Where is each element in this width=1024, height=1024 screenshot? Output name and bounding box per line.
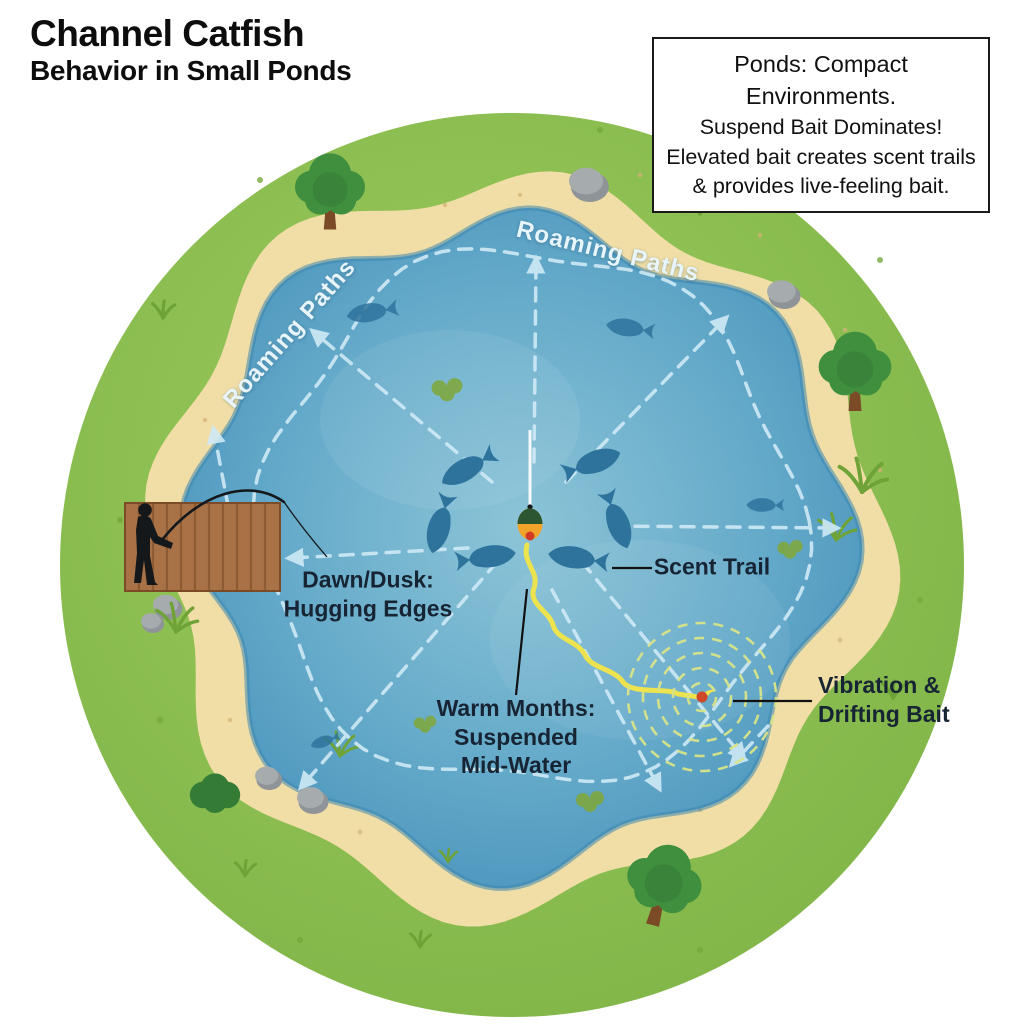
dawn-dusk-label: Dawn/Dusk: Hugging Edges — [283, 566, 453, 621]
bait-icon — [696, 689, 715, 703]
scent-trail-label: Scent Trail — [653, 553, 771, 580]
info-line-4: & provides live-feeling bait. — [692, 174, 950, 199]
ripple-rings — [626, 621, 778, 773]
bobber-rig — [517, 430, 543, 541]
info-line-1: Ponds: Compact Environments. — [734, 51, 908, 110]
info-line-2: Suspend Bait Dominates! — [699, 114, 943, 139]
warm-months-label: Warm Months: Suspended Mid-Water — [436, 695, 596, 779]
scent-trail-path — [523, 542, 701, 700]
info-line-3: Elevated bait creates scent trails — [666, 144, 976, 169]
fishing-line — [283, 501, 328, 558]
page-title: Channel Catfish — [30, 13, 305, 54]
bobber-icon — [517, 508, 543, 541]
grass-speckles — [117, 127, 923, 953]
fishing-rod — [160, 489, 286, 542]
info-box: Ponds: Compact Environments. Suspend Bai… — [652, 37, 990, 213]
fisherman-icon — [134, 503, 173, 585]
page-subtitle: Behavior in Small Ponds — [30, 54, 352, 86]
vibration-label: Vibration & Drifting Bait — [818, 672, 950, 727]
warm-callout — [514, 588, 529, 696]
callout-lines — [514, 566, 812, 703]
title-block: Channel Catfish Behavior in Small Ponds — [30, 13, 352, 86]
